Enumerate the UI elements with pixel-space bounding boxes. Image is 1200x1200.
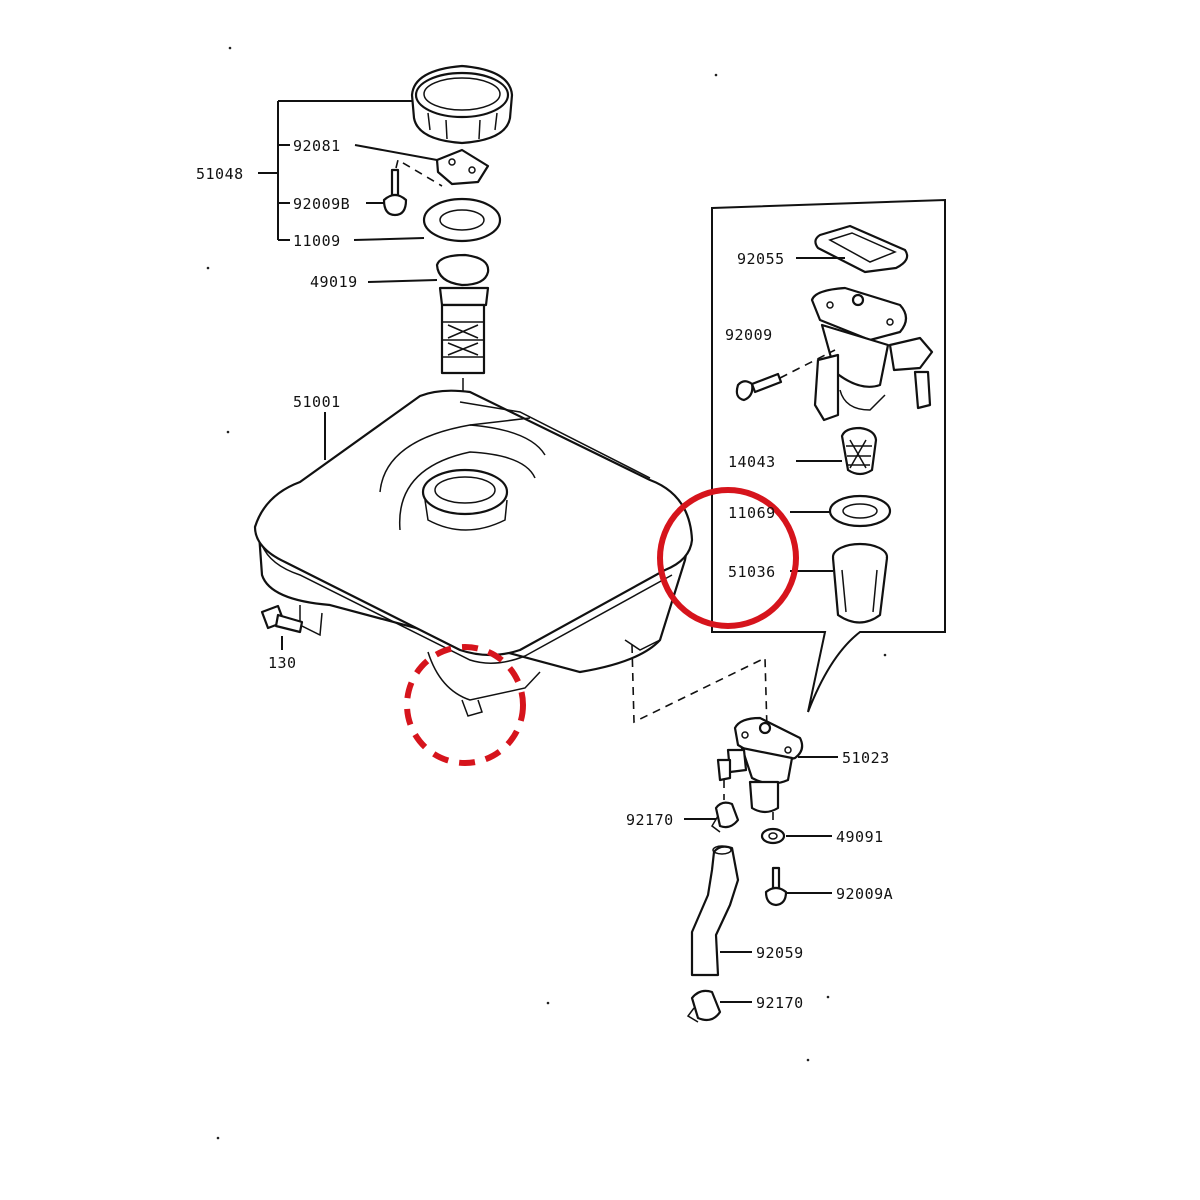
label-51048: 51048 — [196, 165, 244, 183]
bracket-51048 — [258, 100, 438, 283]
screw-92009-dash — [779, 349, 836, 379]
speck-dots — [206, 46, 887, 1140]
filter-14043 — [840, 426, 878, 476]
fuel-cap-ring — [410, 64, 514, 145]
clamp-92170-upper — [711, 801, 740, 833]
strainer-49019 — [435, 253, 490, 375]
bolt-130 — [260, 604, 304, 634]
clamp-92170-lower — [686, 989, 722, 1023]
screw-92009B — [382, 168, 408, 217]
oring-11069 — [828, 494, 892, 528]
tank-valve-dash — [631, 644, 768, 731]
inset-frame — [711, 198, 946, 713]
label-92170-lower: 92170 — [756, 994, 804, 1012]
gasket-11009 — [422, 197, 502, 243]
label-51001: 51001 — [293, 393, 341, 411]
cup-51036 — [831, 542, 889, 624]
label-130: 130 — [268, 654, 297, 672]
fuel-tank — [253, 389, 694, 717]
hose-92059 — [690, 845, 740, 977]
label-51023: 51023 — [842, 749, 890, 767]
label-11009: 11009 — [293, 232, 341, 250]
label-92009A: 92009A — [836, 885, 893, 903]
lower-leaders — [684, 756, 838, 1003]
cap-plate — [435, 148, 490, 186]
screw-92009A — [764, 866, 788, 907]
label-11069: 11069 — [728, 504, 776, 522]
highlight-circle — [657, 487, 799, 629]
label-92081: 92081 — [293, 137, 341, 155]
dashed-highlight-circle — [404, 644, 526, 766]
valve-body — [810, 286, 934, 422]
gasket-92055 — [814, 224, 909, 274]
label-51036: 51036 — [728, 563, 776, 581]
label-92009B: 92009B — [293, 195, 350, 213]
label-92170-upper: 92170 — [626, 811, 674, 829]
label-92059: 92059 — [756, 944, 804, 962]
washer-49091 — [760, 827, 786, 845]
label-14043: 14043 — [728, 453, 776, 471]
valve-51023 — [716, 716, 804, 814]
label-92009: 92009 — [725, 326, 773, 344]
cap-screw-dash — [395, 158, 443, 187]
label-49091: 49091 — [836, 828, 884, 846]
label-49019: 49019 — [310, 273, 358, 291]
screw-92009 — [735, 372, 783, 402]
label-92055: 92055 — [737, 250, 785, 268]
